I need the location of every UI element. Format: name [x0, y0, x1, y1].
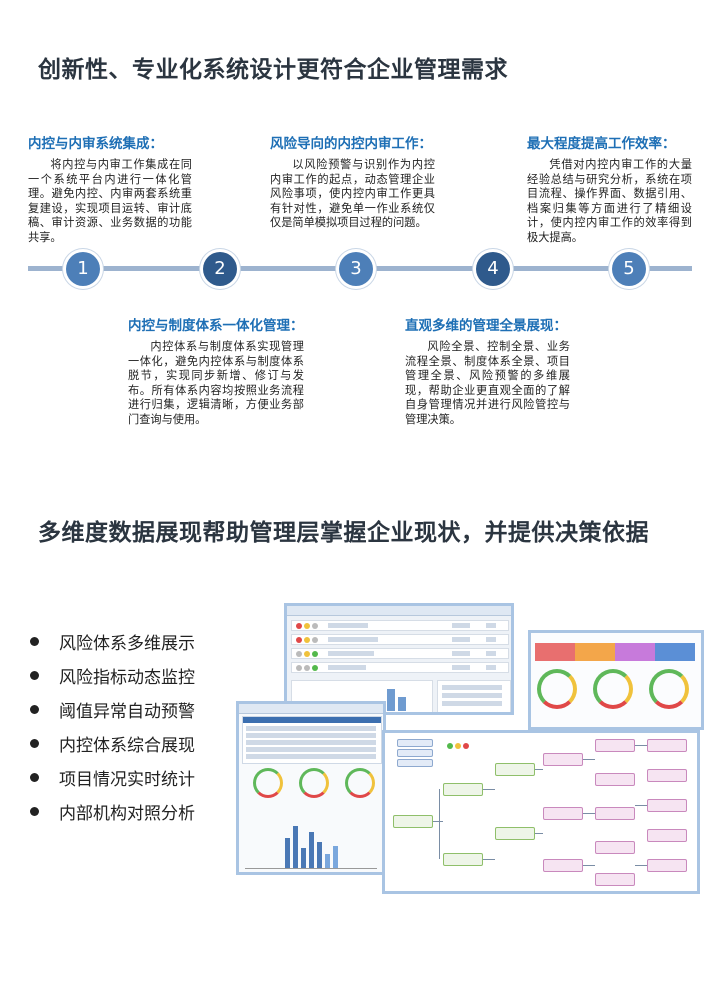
tree-node	[595, 739, 635, 752]
screenshot-data-table	[236, 701, 386, 875]
mini-table	[242, 716, 382, 764]
bullet-dot	[30, 670, 39, 680]
connector	[635, 805, 647, 806]
tree-node	[595, 873, 635, 886]
mini-button	[397, 759, 433, 767]
mini-button	[397, 749, 433, 757]
tree-node	[647, 799, 687, 812]
gauge	[537, 669, 577, 709]
window-titlebar	[287, 606, 511, 616]
timeline-node-1: 1	[66, 252, 100, 286]
screenshot-indicator-tree	[382, 730, 700, 894]
gauge	[345, 768, 375, 798]
bullet-text: 风险指标动态监控	[59, 667, 195, 688]
feature-body: 将内控与内审工作集成在同一个系统平台内进行一体化管理。避免内控、内审两套系统重复…	[28, 158, 192, 244]
list-item	[291, 648, 509, 659]
gauge	[649, 669, 689, 709]
feature-4: 直观多维的管理全景展现： 风险全景、控制全景、业务流程全景、制度体系全景、项目管…	[405, 314, 570, 427]
screenshot-gauge-dashboard	[528, 630, 704, 730]
timeline-node-4: 4	[476, 252, 510, 286]
connector	[439, 789, 440, 859]
bullet-dot	[30, 704, 39, 714]
bullet-text: 阈值异常自动预警	[59, 701, 195, 722]
connector	[583, 813, 595, 814]
mini-table-panel	[437, 680, 511, 712]
gauge	[299, 768, 329, 798]
connector	[583, 759, 595, 760]
feature-title: 风险导向的内控内审工作：	[270, 136, 432, 152]
gauge	[253, 768, 283, 798]
tree-node	[647, 829, 687, 842]
connector	[583, 865, 595, 866]
bullet-text: 内控体系综合展现	[59, 735, 195, 756]
bullet-item: 内控体系综合展现	[30, 726, 195, 760]
connector	[635, 865, 647, 866]
bullet-item: 风险指标动态监控	[30, 658, 195, 692]
timeline-node-3: 3	[339, 252, 373, 286]
bullet-item: 内部机构对照分析	[30, 794, 195, 828]
bullet-dot	[30, 772, 39, 782]
tree-node	[647, 859, 687, 872]
bullet-dot	[30, 806, 39, 816]
connector	[483, 859, 495, 860]
mini-bar-chart	[245, 816, 377, 869]
feature-title: 内控与制度体系一体化管理：	[128, 318, 304, 334]
status-light	[463, 743, 469, 749]
window-titlebar	[239, 704, 383, 714]
timeline-node-2: 2	[203, 252, 237, 286]
feature-title: 直观多维的管理全景展现：	[405, 318, 567, 334]
status-light	[455, 743, 461, 749]
tree-node	[595, 807, 635, 820]
bullet-item: 阈值异常自动预警	[30, 692, 195, 726]
tree-node	[443, 783, 483, 796]
tree-node	[647, 739, 687, 752]
tree-node	[595, 841, 635, 854]
tree-node	[543, 807, 583, 820]
feature-1: 内控与内审系统集成： 将内控与内审工作集成在同一个系统平台内进行一体化管理。避免…	[28, 132, 192, 245]
feature-body: 内控体系与制度体系实现管理一体化，避免内控体系与制度体系脱节，实现同步新增、修订…	[128, 340, 304, 426]
bullet-item: 项目情况实时统计	[30, 760, 195, 794]
feature-title: 内控与内审系统集成：	[28, 136, 163, 152]
tree-node	[393, 815, 433, 828]
connector	[535, 833, 543, 834]
feature-body: 风险全景、控制全景、业务流程全景、制度体系全景、项目管理全景、风险预警的多维展现…	[405, 340, 570, 426]
section2-title: 多维度数据展现帮助管理层掌握企业现状，并提供决策依据	[38, 520, 649, 546]
feature-5: 最大程度提高工作效率： 凭借对内控内审工作的大量经验总结与研究分析，系统在项目流…	[527, 132, 692, 245]
bullet-list: 风险体系多维展示 风险指标动态监控 阈值异常自动预警 内控体系综合展现 项目情况…	[30, 624, 195, 828]
feature-body: 凭借对内控内审工作的大量经验总结与研究分析，系统在项目流程、操作界面、数据引用、…	[527, 158, 692, 244]
bullet-item: 风险体系多维展示	[30, 624, 195, 658]
connector	[483, 789, 495, 790]
list-item	[291, 620, 509, 631]
list-item	[291, 662, 509, 673]
tree-node	[495, 827, 535, 840]
tree-node	[647, 769, 687, 782]
tree-node	[595, 773, 635, 786]
bullet-text: 项目情况实时统计	[59, 769, 195, 790]
feature-2: 内控与制度体系一体化管理： 内控体系与制度体系实现管理一体化，避免内控体系与制度…	[128, 314, 304, 427]
connector	[535, 769, 543, 770]
feature-title: 最大程度提高工作效率：	[527, 136, 676, 152]
timeline-node-5: 5	[612, 252, 646, 286]
bullet-dot	[30, 738, 39, 748]
section1-title: 创新性、专业化系统设计更符合企业管理需求	[38, 57, 508, 83]
list-item	[291, 634, 509, 645]
mini-button	[397, 739, 433, 747]
feature-body: 以风险预警与识别作为内控内审工作的起点，动态管理企业风险事项，使内控内审工作更具…	[270, 158, 435, 229]
bullet-dot	[30, 636, 39, 646]
tree-node	[543, 753, 583, 766]
connector	[635, 745, 647, 746]
kpi-strip	[535, 643, 695, 661]
bullet-text: 风险体系多维展示	[59, 633, 195, 654]
screenshot-risk-warning-list	[284, 603, 514, 715]
tree-node	[443, 853, 483, 866]
feature-3: 风险导向的内控内审工作： 以风险预警与识别作为内控内审工作的起点，动态管理企业风…	[270, 132, 435, 231]
tree-node	[495, 763, 535, 776]
tree-node	[543, 859, 583, 872]
connector	[433, 821, 443, 822]
bullet-text: 内部机构对照分析	[59, 803, 195, 824]
status-light	[447, 743, 453, 749]
gauge	[593, 669, 633, 709]
